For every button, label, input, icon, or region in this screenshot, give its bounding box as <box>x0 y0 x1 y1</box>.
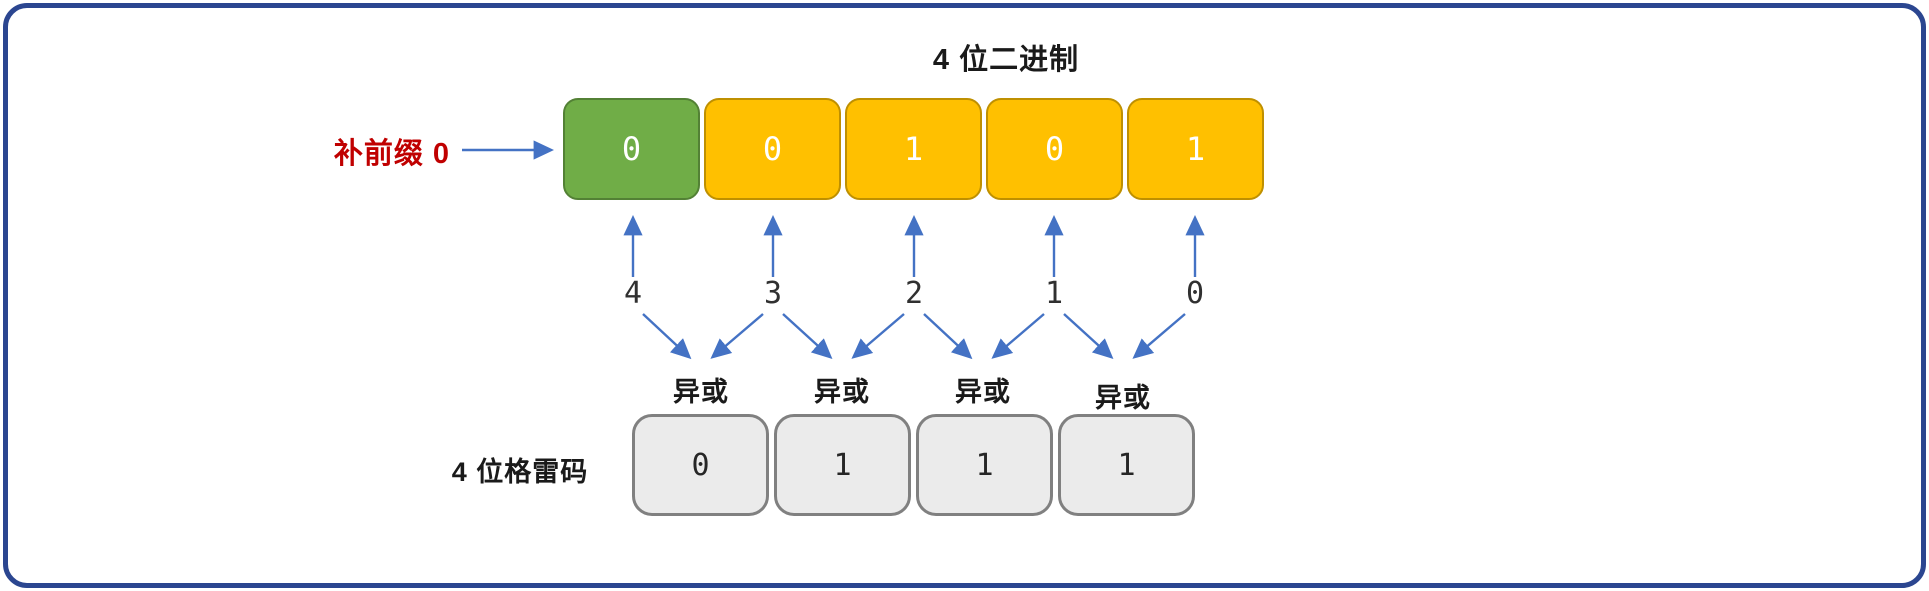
xor-label: 异或 <box>1095 383 1151 413</box>
xor-label: 异或 <box>673 377 729 407</box>
bit-position-label: 4 <box>623 276 643 311</box>
binary-bit-box-prefix: 0 <box>563 98 700 200</box>
bit-position-label: 1 <box>1044 276 1064 311</box>
gray-bit-box: 1 <box>774 414 911 516</box>
bit-position-label: 2 <box>904 276 924 311</box>
gray-bit-box: 1 <box>916 414 1053 516</box>
binary-bit-box: 0 <box>704 98 841 200</box>
gray-code-title: 4 位格雷码 <box>451 457 589 487</box>
gray-bit-box: 0 <box>632 414 769 516</box>
bit-position-label: 3 <box>763 276 783 311</box>
xor-label: 异或 <box>814 377 870 407</box>
binary-bit-box: 0 <box>986 98 1123 200</box>
bit-position-label: 0 <box>1185 276 1205 311</box>
prefix-zero-label: 补前缀 0 <box>333 138 450 170</box>
xor-label: 异或 <box>955 377 1011 407</box>
binary-bit-box: 1 <box>1127 98 1264 200</box>
binary-bit-row: 0 0 1 0 1 <box>563 98 1264 200</box>
binary-title: 4 位二进制 <box>932 44 1080 76</box>
binary-bit-box: 1 <box>845 98 982 200</box>
gray-code-row: 0 1 1 1 <box>632 414 1195 516</box>
gray-bit-box: 1 <box>1058 414 1195 516</box>
